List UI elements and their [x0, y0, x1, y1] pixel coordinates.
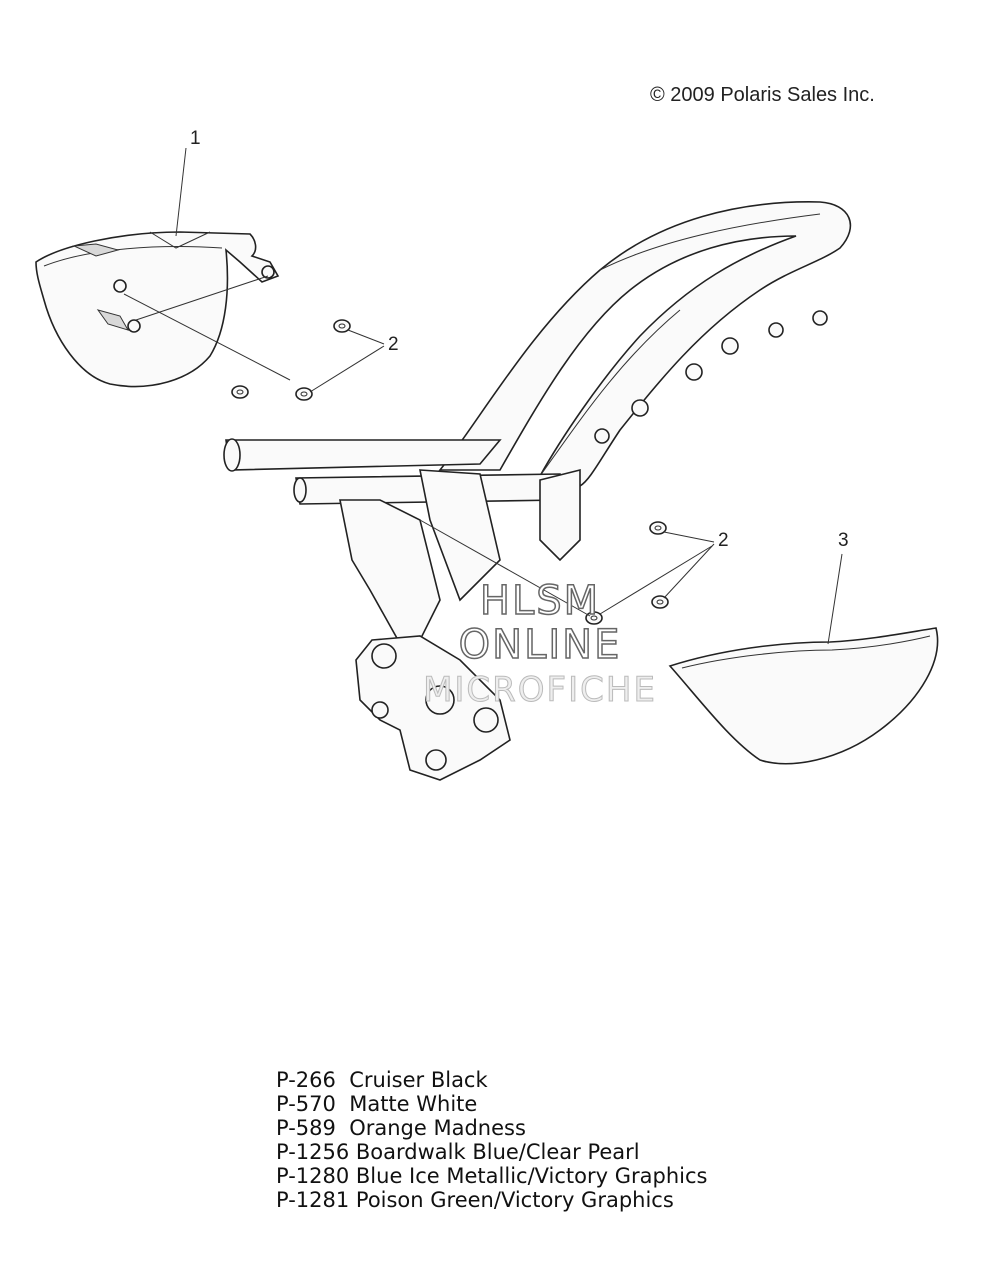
copyright-notice: © 2009 Polaris Sales Inc.	[650, 84, 875, 106]
side-cover-left-part	[35, 231, 280, 388]
paint-code-legend: P-266 Cruiser Black P-570 Matte White P-…	[276, 1068, 707, 1212]
legend-row: P-589 Orange Madness	[276, 1116, 526, 1140]
side-cover-right-part	[668, 627, 939, 765]
legend-row: P-1256 Boardwalk Blue/Clear Pearl	[276, 1140, 640, 1164]
motorcycle-frame-part	[223, 201, 852, 781]
callout-3: 3	[838, 530, 849, 551]
legend-row: P-570 Matte White	[276, 1092, 478, 1116]
callout-1: 1	[190, 128, 201, 149]
legend-row: P-266 Cruiser Black	[276, 1068, 488, 1092]
legend-row: P-1280 Blue Ice Metallic/Victory Graphic…	[276, 1164, 708, 1188]
legend-row: P-1281 Poison Green/Victory Graphics	[276, 1188, 674, 1212]
nut-group-lower	[585, 521, 669, 625]
nut-group-upper	[231, 319, 351, 401]
callout-2-lower: 2	[718, 530, 729, 551]
callout-2-upper: 2	[388, 334, 399, 355]
